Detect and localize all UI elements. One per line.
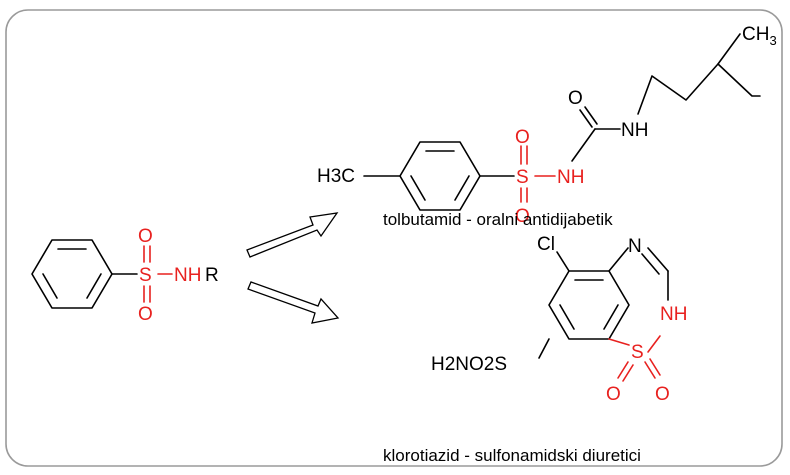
tolbutamide-caption: tolbutamid - oralni antidijabetik (383, 210, 613, 229)
methyl-h3c: H3C (317, 166, 355, 187)
ring-nitrogen: N (628, 236, 642, 257)
r-group: R (205, 265, 219, 286)
carbonyl-oxygen: O (568, 88, 583, 109)
reaction-arrows (246, 212, 340, 324)
ring-oxygen-right: O (655, 384, 670, 405)
butyl-chain (637, 63, 761, 115)
tolbutamide-oxygen-top: O (515, 127, 530, 148)
tolbutamide-nh: NH (557, 167, 584, 188)
arrow-to-tolbutamide (246, 212, 339, 258)
sulfonyl-oxygen-bottom: O (138, 304, 153, 325)
amine-nh: NH (174, 265, 201, 286)
ring-nh: NH (660, 304, 687, 325)
tolbutamide-sulfur: S (516, 167, 529, 188)
tolbutamide-oxygen-bottom: O (515, 206, 530, 227)
sulfamoyl-group: H2NO2S (431, 354, 507, 375)
sulfur-atom: S (139, 265, 152, 286)
ring-sulfur: S (631, 342, 644, 363)
frame-border (5, 9, 783, 467)
chlorothiazide-caption: klorotiazid - sulfonamidski diuretici (383, 446, 641, 465)
chlorothiazide-structure: Cl H2NO2S N NH S O O (431, 234, 687, 405)
chlorine-atom: Cl (537, 234, 555, 255)
urea-nh: NH (621, 120, 648, 141)
benzenesulfonamide-structure: O S NH R O (31, 226, 219, 325)
ring-oxygen-left: O (606, 384, 621, 405)
arrow-to-chlorothiazide (247, 281, 340, 324)
sulfonyl-oxygen-top: O (138, 226, 153, 247)
benzene-ring (31, 239, 113, 309)
tolbutamide-structure: H3C O S NH O O NH CH3 (317, 24, 777, 227)
terminal-ch3: CH3 (742, 24, 777, 48)
